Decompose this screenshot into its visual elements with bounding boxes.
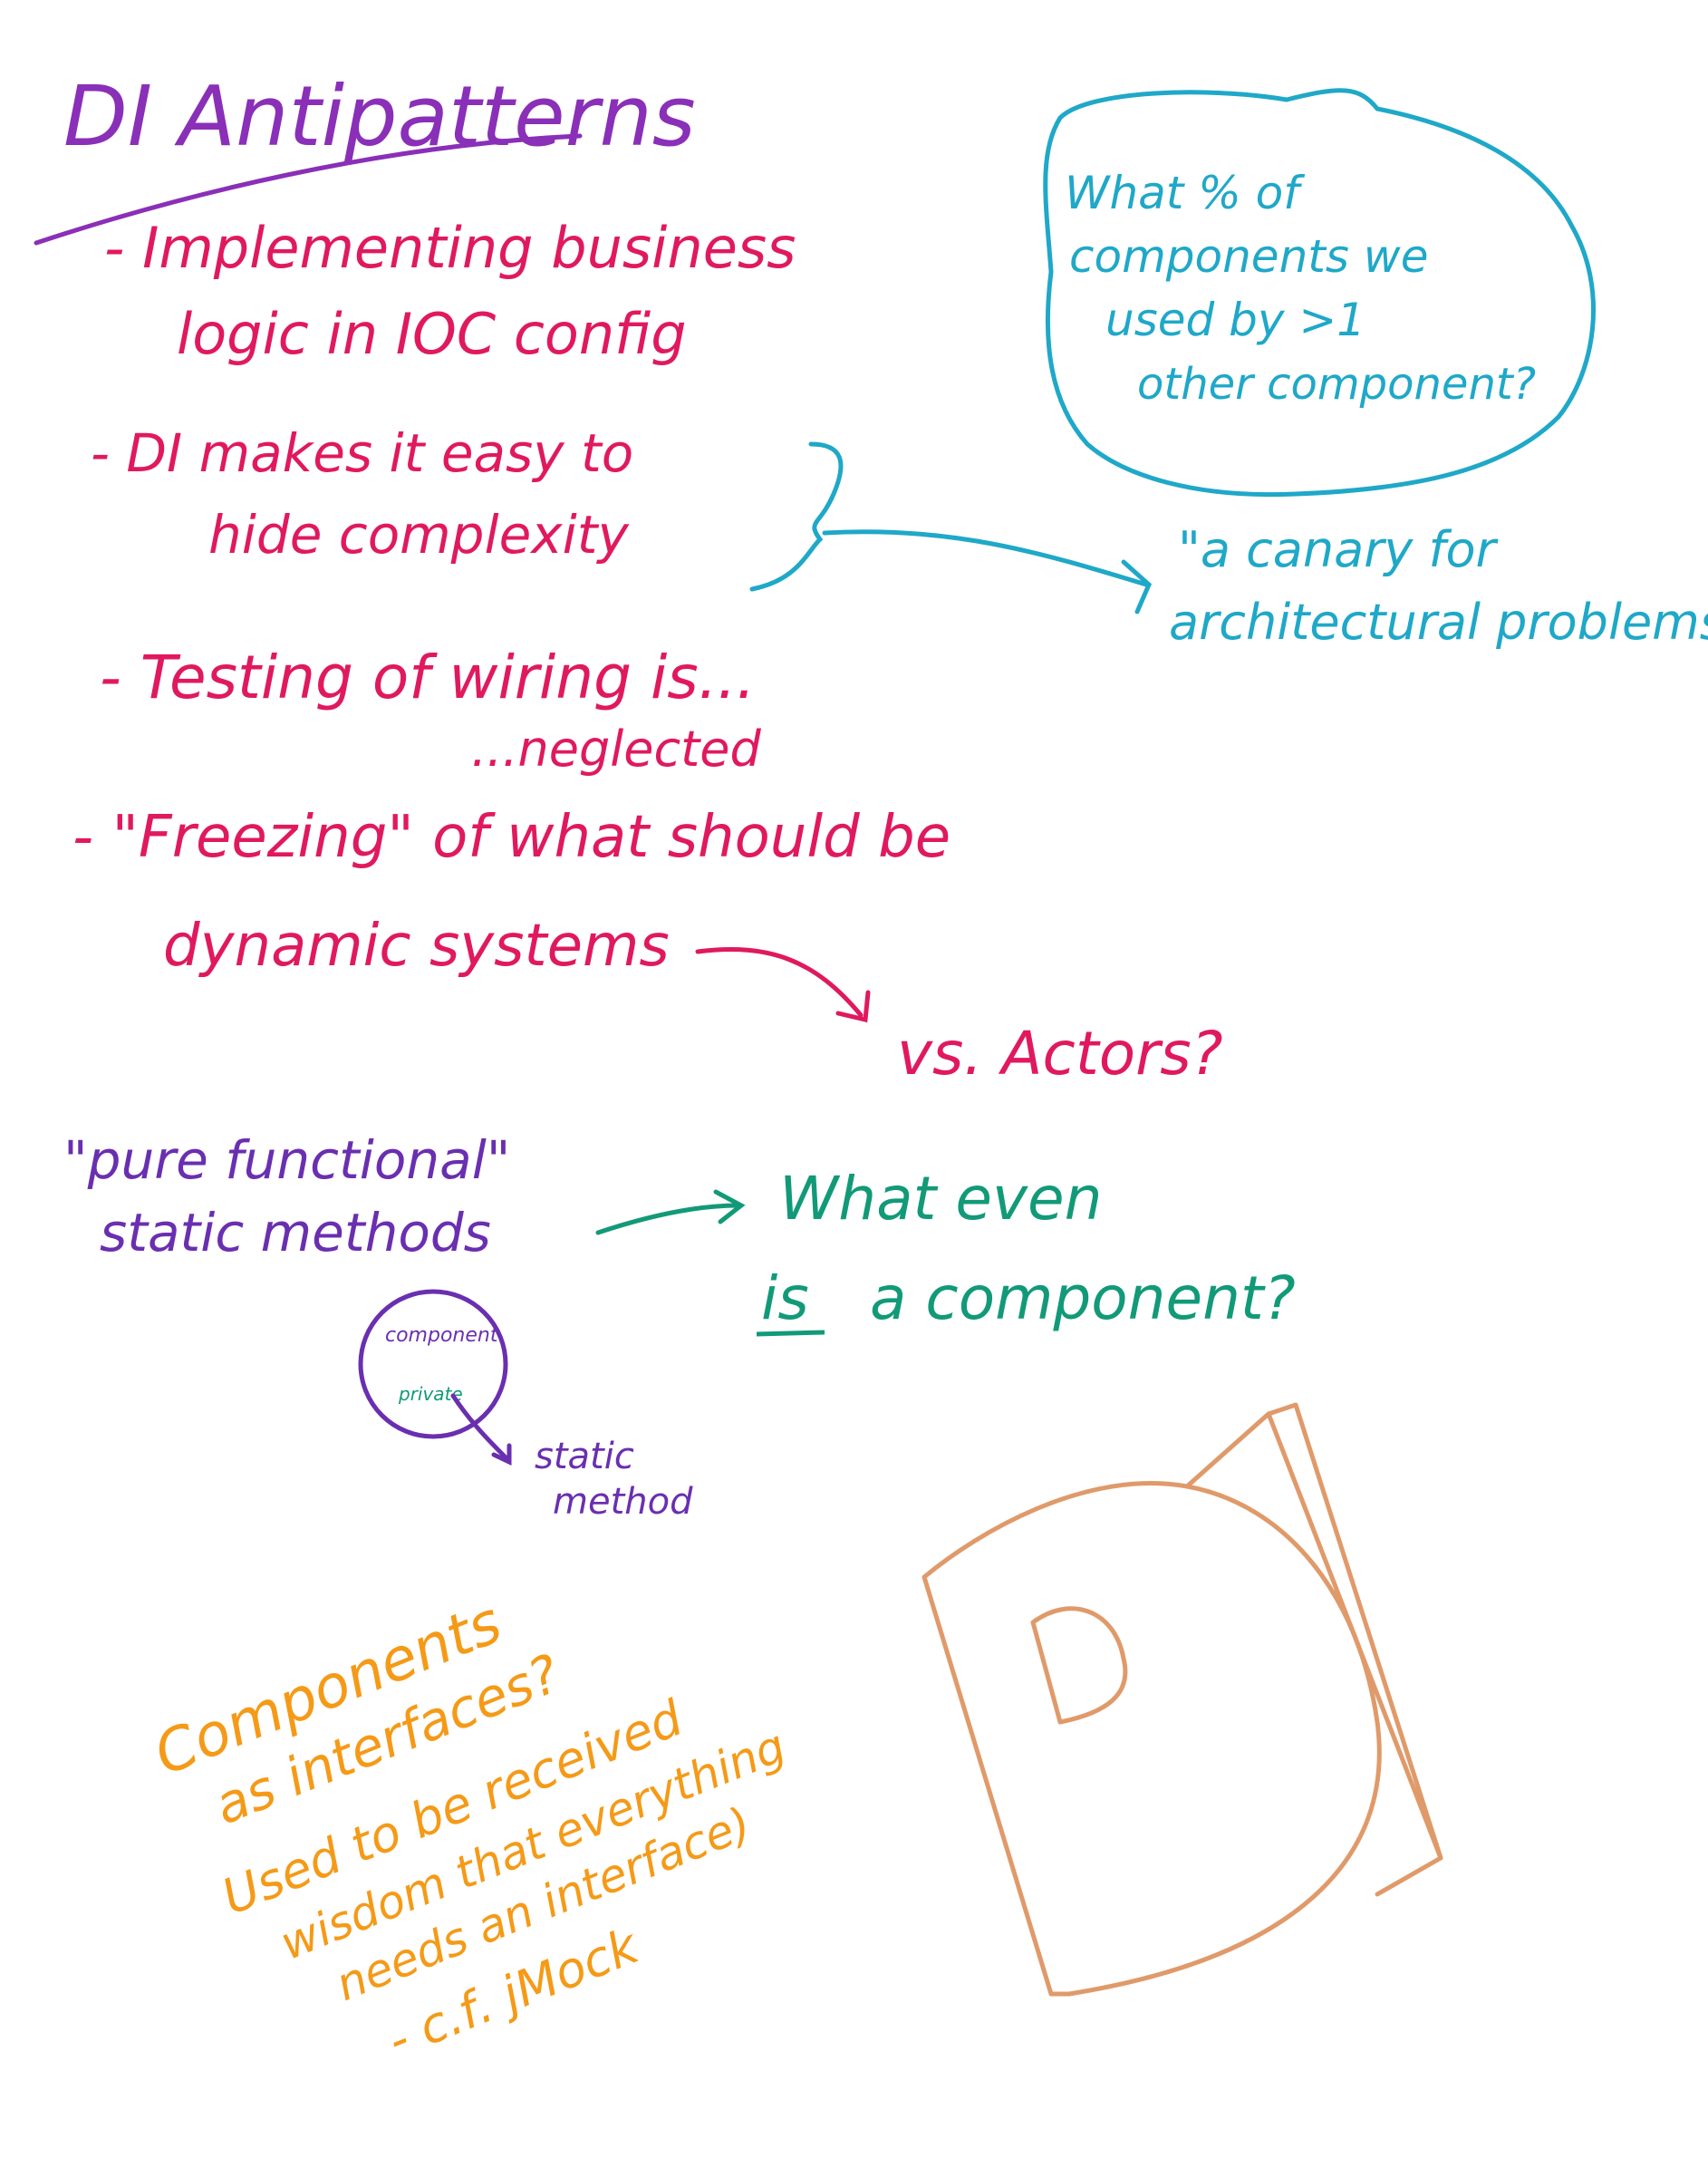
bullet-4-line-2: dynamic systems	[163, 913, 670, 980]
component-q-rest: a component?	[870, 1263, 1296, 1333]
component-q-is: is	[761, 1263, 809, 1333]
component-circle	[358, 1289, 508, 1439]
pure-functional-note: "pure functional" static methods	[63, 1129, 510, 1263]
arrow-icon	[822, 529, 1153, 614]
bullet-4-line-1: - "Freezing" of what should be	[72, 804, 950, 871]
circle-pointer	[450, 1393, 510, 1462]
di-logo-drawing	[922, 1402, 1443, 1997]
pure-line-2: static methods	[100, 1202, 491, 1263]
static-method-label: static method	[535, 1436, 693, 1523]
cloud-line-4: other component?	[1137, 359, 1536, 410]
bullet-3-line-2: ...neglected	[471, 721, 762, 778]
cloud-icon: What % of components we used by >1 other…	[1043, 88, 1596, 498]
circle-icon: component private	[358, 1289, 512, 1466]
bullet-1-line-1: - Implementing business	[104, 215, 796, 281]
static-method-line-2: method	[553, 1481, 693, 1523]
bullet-1-line-2: logic in IOC config	[177, 301, 687, 367]
title-underline	[34, 133, 583, 246]
circle-label-outer: component	[385, 1324, 499, 1347]
bullet-list: - Implementing business logic in IOC con…	[72, 215, 950, 980]
bullet-2-line-2: hide complexity	[208, 504, 629, 566]
bullet-2-line-1: - DI makes it easy to	[91, 422, 633, 484]
cloud-line-3: used by >1	[1105, 294, 1365, 346]
static-method-line-1: static	[535, 1436, 634, 1477]
canary-line-2: architectural problems"	[1169, 594, 1708, 651]
title-block: DI Antipatterns	[34, 68, 696, 246]
actors-question: vs. Actors?	[897, 1019, 1223, 1089]
cloud-line-2: components we	[1069, 230, 1428, 283]
arrow-icon	[695, 947, 871, 1023]
component-question: What even is a component?	[756, 1164, 1296, 1337]
component-q-line-1: What even	[779, 1164, 1103, 1234]
arrow-icon	[595, 1189, 746, 1235]
canary-quote: "a canary for architectural problems"	[1169, 521, 1708, 651]
brace-shape	[749, 441, 844, 592]
bullet-3-line-1: - Testing of wiring is...	[100, 643, 756, 712]
page-title: DI Antipatterns	[63, 68, 696, 165]
is-underline	[756, 1330, 825, 1337]
cloud-line-1: What % of	[1065, 167, 1305, 219]
canary-line-1: "a canary for	[1178, 521, 1499, 578]
pure-line-1: "pure functional"	[63, 1129, 510, 1191]
cloud-outline	[1043, 88, 1596, 498]
